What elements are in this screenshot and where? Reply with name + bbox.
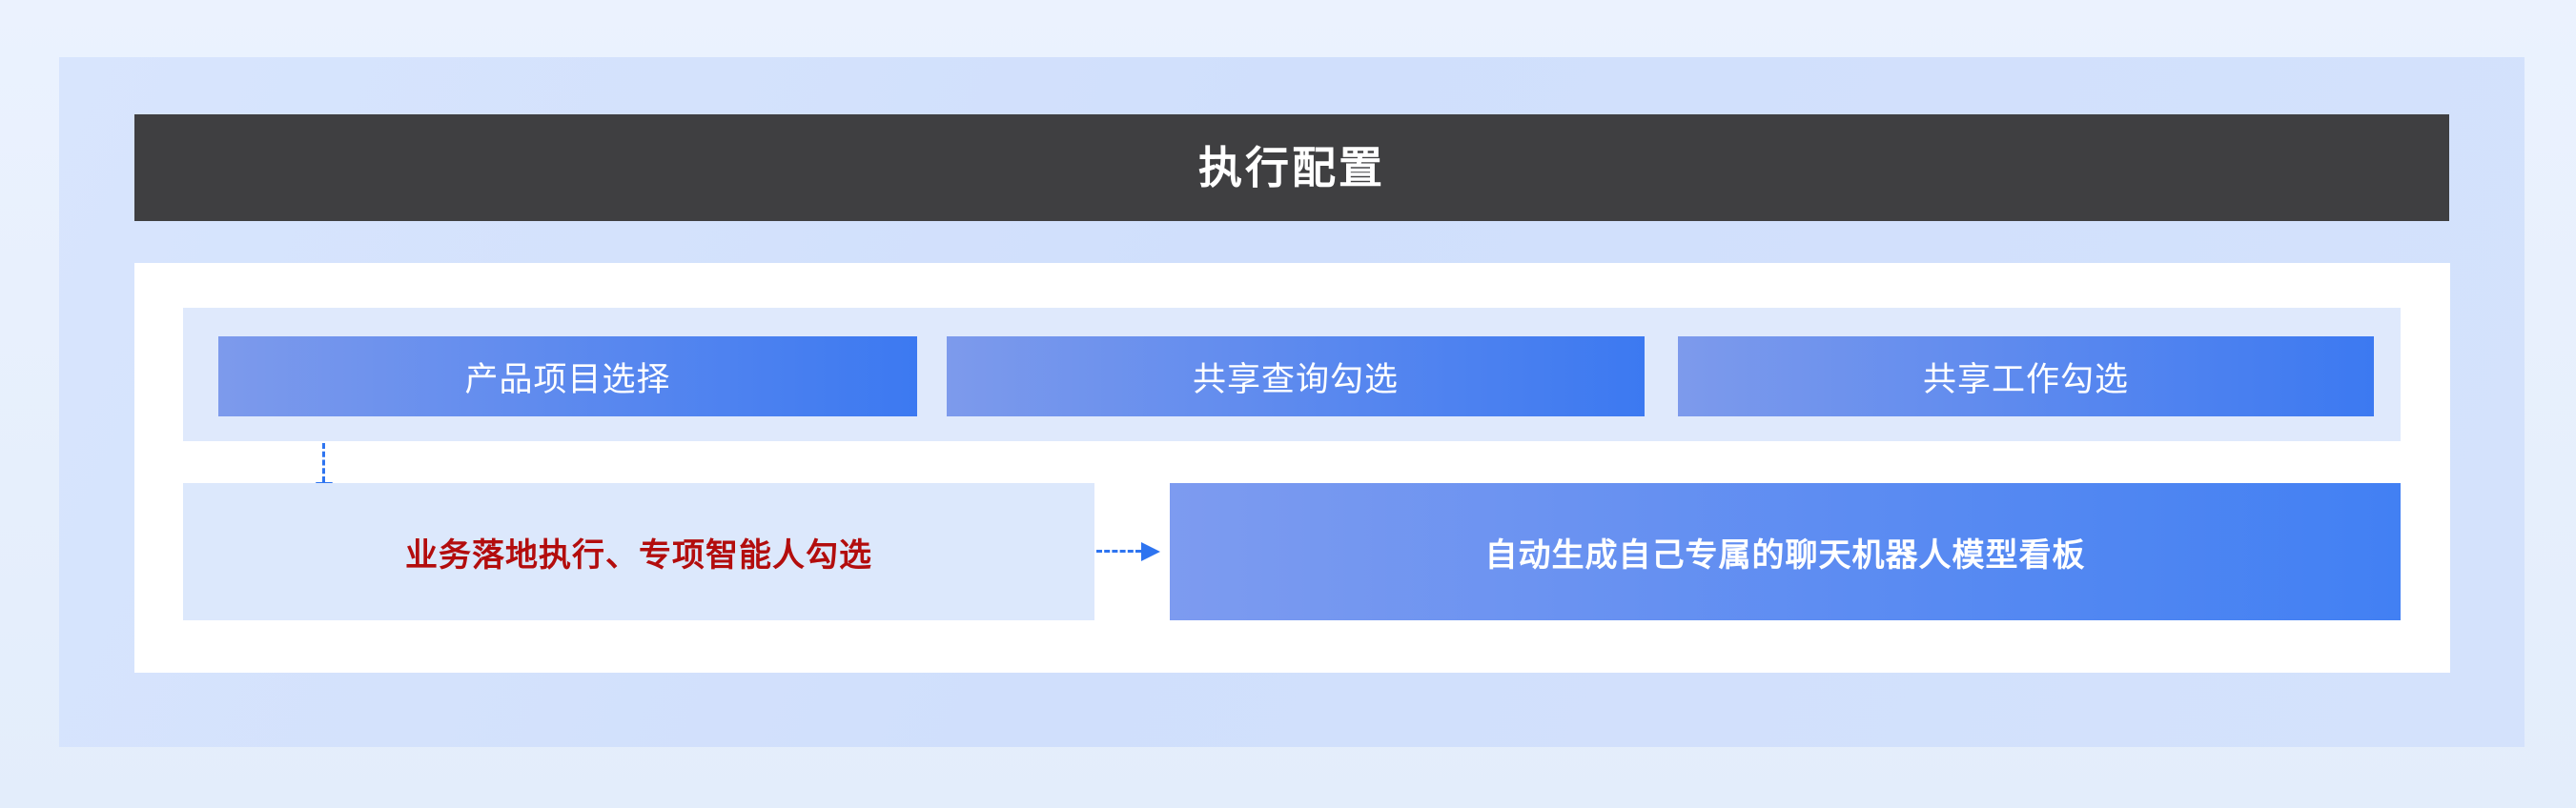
arrow-right-icon: [1141, 542, 1160, 561]
node-product-project-select: 产品项目选择: [218, 336, 917, 416]
arrow-right-dashed-line: [1096, 550, 1141, 553]
node-shared-work-check: 共享工作勾选: [1678, 336, 2374, 416]
arrow-down-dashed-line: [322, 443, 325, 482]
outer-panel: 执行配置 产品项目选择 共享查询勾选 共享工作勾选 业务落地执行、专项智能人勾选…: [59, 57, 2525, 747]
title-bar: 执行配置: [134, 114, 2449, 221]
page-title: 执行配置: [1198, 143, 1385, 192]
node-shared-query-check: 共享查询勾选: [947, 336, 1645, 416]
content-panel: 产品项目选择 共享查询勾选 共享工作勾选 业务落地执行、专项智能人勾选 自动生成…: [134, 263, 2450, 673]
top-row-strip: 产品项目选择 共享查询勾选 共享工作勾选: [183, 308, 2401, 441]
node-chatbot-model-dashboard: 自动生成自己专属的聊天机器人模型看板: [1170, 483, 2401, 620]
node-business-execution-check: 业务落地执行、专项智能人勾选: [183, 483, 1094, 620]
